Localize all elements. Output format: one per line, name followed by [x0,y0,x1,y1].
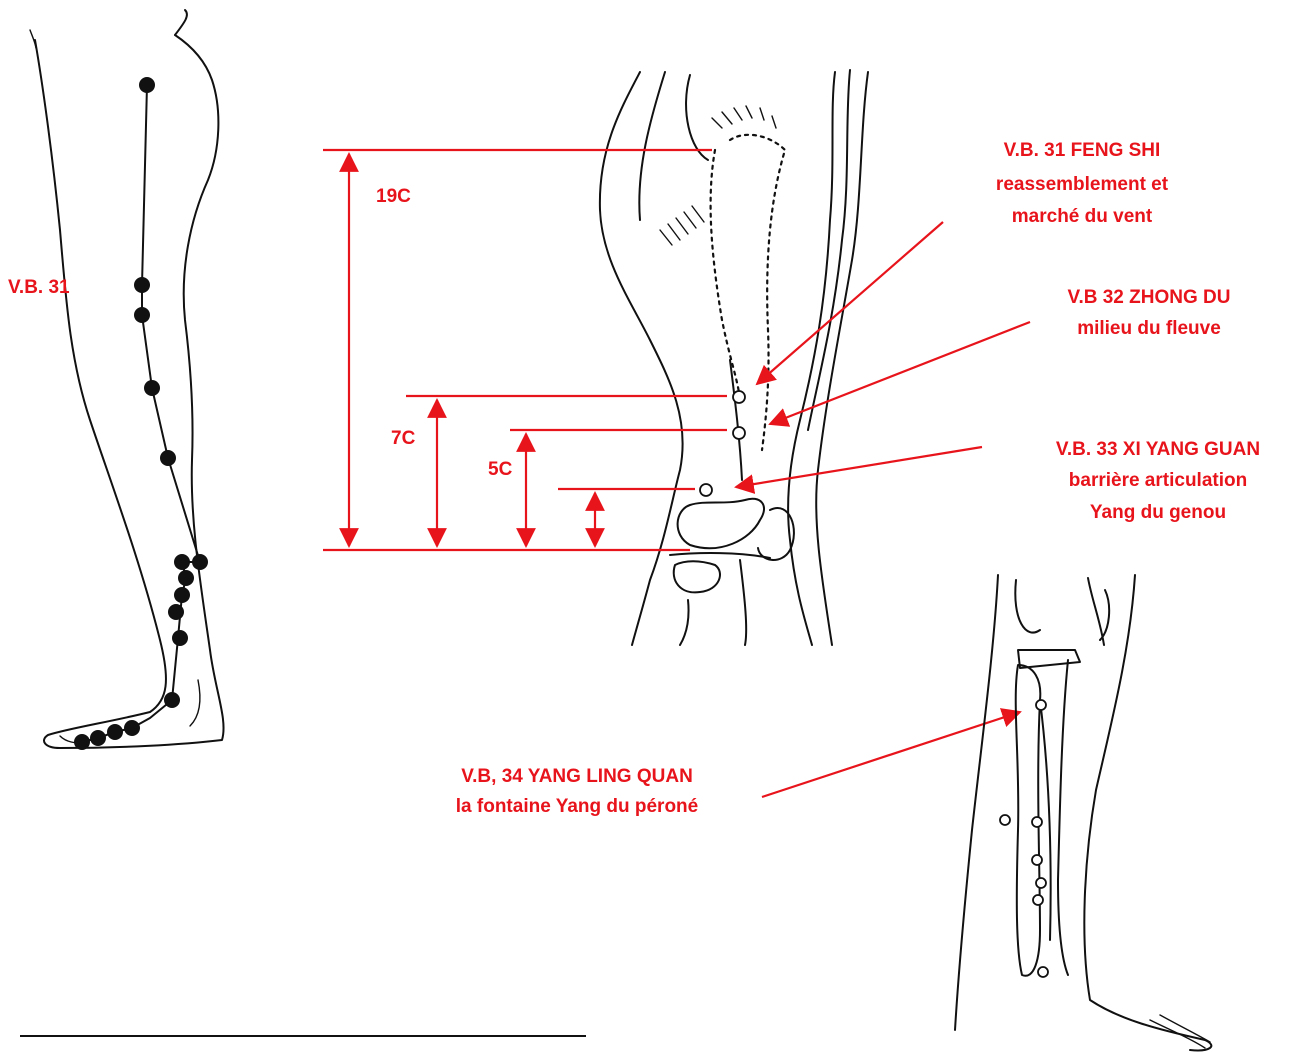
7c-label: 7C [391,428,416,449]
vb31-title: V.B. 31 FENG SHI [1004,140,1161,161]
meridian-point [134,307,150,323]
vb31-line3: marché du vent [1012,206,1153,227]
lower-leg-point [1033,895,1043,905]
meridian-point [144,380,160,396]
meridian-point [74,734,90,750]
lower-leg-illustration [955,575,1211,1050]
lower-leg-point [1036,878,1046,888]
vb34-title: V.B, 34 YANG LING QUAN [461,766,693,787]
vb32-point [733,427,745,439]
meridian-point [160,450,176,466]
vb34-point [1036,700,1046,710]
left-leg-illustration [30,10,224,748]
vb33-line2: barrière articulation [1069,470,1247,491]
meridian-point [90,730,106,746]
meridian-point [134,277,150,293]
knee-illustration [600,70,868,645]
vb31-pointer [757,222,943,384]
lower-leg-point [1032,817,1042,827]
vb34-line2: la fontaine Yang du péroné [456,796,698,817]
vb33-annotation: V.B. 33 XI YANG GUAN barrière articulati… [1056,439,1260,523]
meridian-point [192,554,208,570]
vb31-annotation: V.B. 31 FENG SHI reassemblement et march… [996,140,1169,227]
vb33-title: V.B. 33 XI YANG GUAN [1056,439,1260,460]
vb33-line3: Yang du genou [1090,502,1226,523]
vb34-annotation: V.B, 34 YANG LING QUAN la fontaine Yang … [456,766,698,817]
vb33-pointer [736,447,982,487]
vb32-annotation: V.B 32 ZHONG DU milieu du fleuve [1068,287,1231,339]
vb32-title: V.B 32 ZHONG DU [1068,287,1231,308]
meridian-point [172,630,188,646]
lower-leg-point [1032,855,1042,865]
vb32-line2: milieu du fleuve [1077,318,1221,339]
meridian-point [139,77,155,93]
19c-label: 19C [376,186,411,207]
meridian-point [107,724,123,740]
meridian-point [174,554,190,570]
meridian-point [174,587,190,603]
vb33-point [700,484,712,496]
vb31-line2: reassemblement et [996,174,1169,195]
measurement-guides [323,150,727,550]
vb31-side-label: V.B. 31 [8,277,70,298]
meridian-point [178,570,194,586]
vb31-point [733,391,745,403]
5c-label: 5C [488,459,513,480]
gallbladder-meridian-line [74,77,208,750]
meridian-point [124,720,140,736]
meridian-point [164,692,180,708]
lower-leg-point [1038,967,1048,977]
lower-leg-point [1000,815,1010,825]
meridian-point [168,604,184,620]
